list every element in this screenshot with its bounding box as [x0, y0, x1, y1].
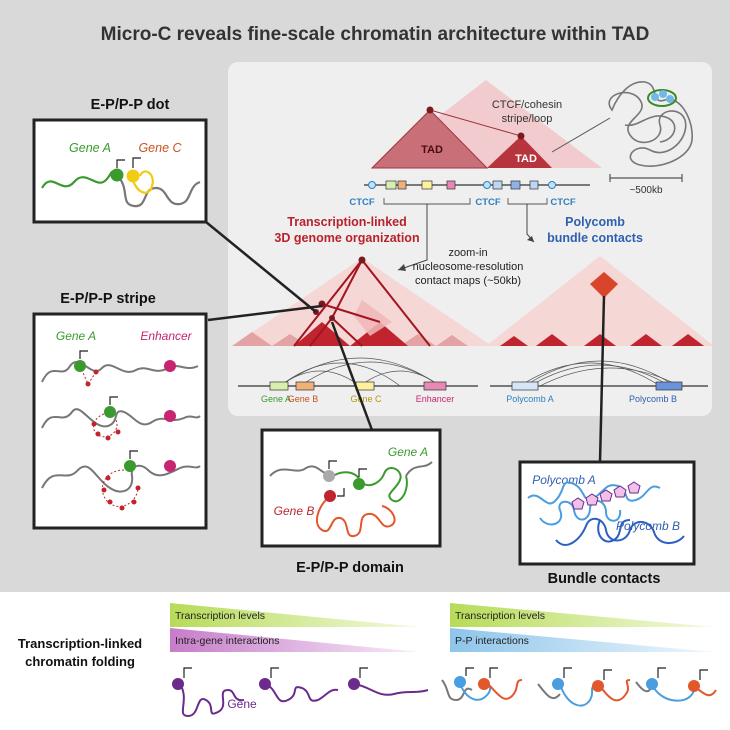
tad-triangles	[370, 80, 602, 169]
polycomb-contact-map	[486, 256, 714, 346]
bottom-label-1: Transcription-linked	[18, 636, 142, 651]
loop-apex-dot	[517, 132, 525, 140]
transcription-gene-track	[238, 357, 478, 391]
ctcf-label-3: CTCF	[550, 197, 576, 208]
pp-series-1	[441, 667, 523, 702]
ctcf-loop-label-1: CTCF/cohesin	[492, 99, 562, 111]
track-polycomb-b: Polycomb B	[629, 394, 677, 404]
tad-apex-dot	[426, 106, 434, 114]
genome-track	[364, 180, 590, 190]
track-gene-a: Gene A	[261, 394, 291, 404]
gene-dot-icon	[172, 678, 184, 690]
ctcf-loop-label-2: stripe/loop	[502, 113, 553, 125]
right-wedges	[450, 603, 714, 652]
tad-right-label: TAD	[515, 153, 537, 165]
transcription-label-2: 3D genome organization	[274, 231, 419, 245]
ctcf-label-2: CTCF	[475, 197, 501, 208]
gene-label: Gene	[227, 697, 257, 711]
gray-gene-dot-icon	[323, 470, 335, 482]
gene-b-dot-icon	[324, 490, 336, 502]
gene-dot-icon	[348, 678, 360, 690]
tss-arrow-icon	[359, 667, 368, 678]
tss-arrow-icon	[116, 159, 125, 168]
domain-gene-b-label: Gene B	[274, 504, 315, 518]
transcription-contact-map	[232, 256, 492, 347]
scale-label: ~500kb	[629, 185, 663, 196]
right-wedge-label-1: Transcription levels	[455, 610, 545, 622]
zoom-label-2: nucleosome-resolution	[413, 261, 524, 273]
domain-panel	[260, 428, 442, 548]
cohesin-ring-icon	[647, 89, 677, 107]
track-gene-c: Gene C	[350, 394, 382, 404]
transcription-label-1: Transcription-linked	[287, 215, 406, 229]
dot-gene-c-label: Gene C	[138, 141, 182, 155]
bottom-label-2: chromatin folding	[25, 654, 135, 669]
stripe-row-2	[41, 396, 201, 441]
dot-panel-title: E-P/P-P dot	[91, 97, 170, 113]
bundle-panel-title: Bundle contacts	[548, 571, 661, 587]
tss-arrow-icon	[270, 667, 279, 678]
figure-title: Micro-C reveals fine-scale chromatin arc…	[101, 24, 650, 45]
zoom-label-3: contact maps (~50kb)	[415, 275, 521, 287]
domain-panel-title: E-P/P-P domain	[296, 560, 404, 576]
left-wedge-label-1: Transcription levels	[175, 610, 265, 622]
stripe-panel-title: E-P/P-P stripe	[60, 291, 156, 307]
polycomb-label-2: bundle contacts	[547, 231, 643, 245]
left-wedges	[170, 603, 420, 652]
track-gene-b: Gene B	[288, 394, 319, 404]
domain-chromatin	[269, 461, 433, 538]
ctcf-label-1: CTCF	[349, 197, 375, 208]
polycomb-gene-track	[490, 360, 708, 391]
tad-left-label: TAD	[421, 144, 443, 156]
panel-connectors	[205, 221, 606, 463]
stripe-row-1	[41, 350, 199, 387]
gene-a-dot-icon	[353, 478, 365, 490]
gene-dot-icon	[259, 678, 271, 690]
pp-series-3	[635, 667, 717, 702]
stripe-gene-a-label: Gene A	[56, 329, 96, 343]
bundle-polycomb-b-label: Polycomb B	[616, 519, 680, 533]
bottom-background	[0, 592, 730, 730]
right-wedge-label-2: P-P interactions	[455, 635, 529, 647]
zoom-arrow-left	[397, 204, 428, 271]
pp-series-2	[537, 667, 631, 707]
bundle-polycomb-a-label: Polycomb A	[532, 473, 596, 487]
stripe-row-3	[41, 450, 201, 511]
gene-c-dot-icon	[126, 169, 140, 183]
purple-gene-series	[179, 683, 429, 718]
polycomb-label-1: Polycomb	[565, 215, 625, 229]
gene-a-dot-icon	[110, 168, 124, 182]
zoom-label-1: zoom-in	[448, 247, 487, 259]
bundle-nodes	[571, 481, 641, 510]
tss-arrow-icon	[183, 667, 192, 678]
left-wedge-label-2: Intra-gene interactions	[175, 635, 279, 647]
domain-gene-a-label: Gene A	[388, 445, 428, 459]
callout-line	[551, 117, 611, 153]
tss-arrow-icon	[132, 157, 141, 168]
stripe-enhancer-label: Enhancer	[140, 329, 192, 343]
dot-gene-a-label: Gene A	[69, 141, 111, 155]
stripe-panel	[32, 312, 208, 530]
chromatin-globule-icon	[608, 81, 693, 167]
track-enhancer: Enhancer	[416, 394, 455, 404]
track-polycomb-a: Polycomb A	[506, 394, 554, 404]
